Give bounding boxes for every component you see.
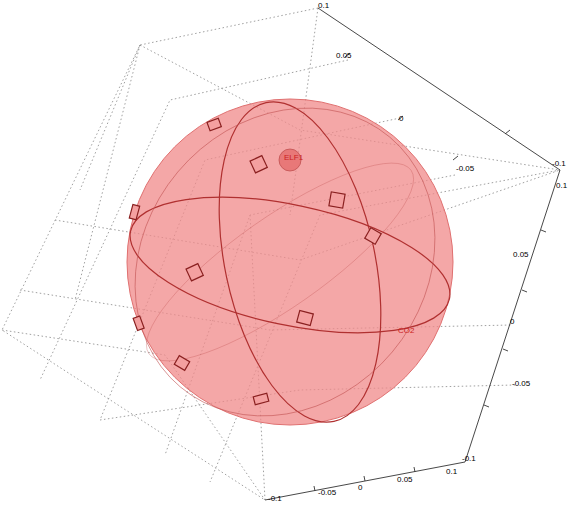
axis-tick-label: 0.1 [556,182,567,190]
axis-tick-label: -0.1 [462,455,476,463]
meridian-line [193,87,408,437]
axis-tick-label: -0.05 [318,489,336,497]
grid-lines [2,8,560,500]
axis-tick-label: 0 [358,484,362,492]
axis-tick-label: -0.1 [552,160,566,168]
axis-tick-label: 0 [399,115,403,123]
axis-tick-label: 0 [510,318,514,326]
part-label: ELF1 [284,154,303,162]
axis-tick-label: -0.05 [456,165,474,173]
back-line [123,133,437,390]
sphere [73,47,497,477]
part-label: CO2 [398,327,414,335]
axis-tick-label: -0.05 [512,380,530,388]
electrode-pads [129,118,381,404]
axis-tick-label: 0.05 [513,251,529,259]
axis-tick-label: 0.1 [318,2,329,10]
meridian-line [73,47,497,477]
axis-tick-label: -0.1 [268,495,282,503]
axis-tick-label: 0.05 [336,52,352,60]
axis-tick-label: 0.1 [446,468,457,476]
equator-line [118,172,462,357]
axis-tick-label: 0.05 [397,476,413,484]
